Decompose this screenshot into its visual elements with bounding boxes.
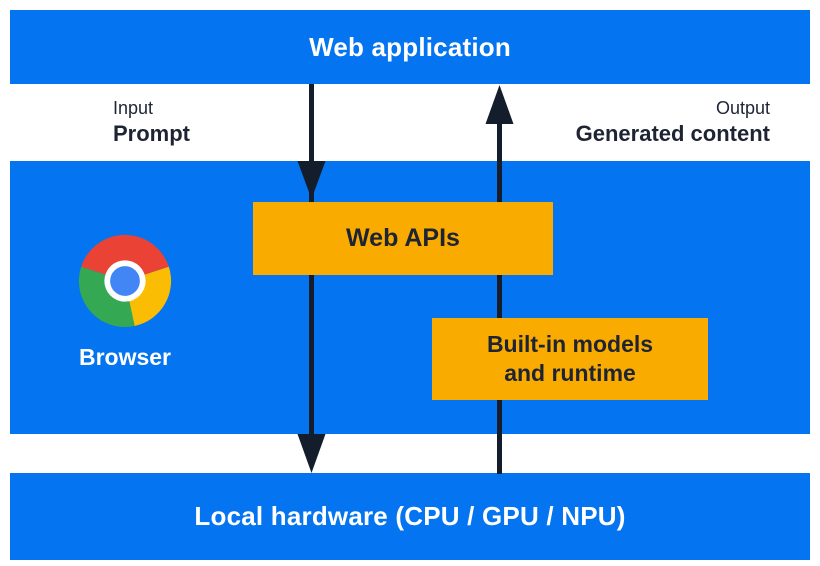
browser-label: Browser [78,344,172,370]
chrome-browser-icon [78,234,172,328]
builtin-models-label-line1: Built-in models [486,331,654,357]
local-hardware-label: Local hardware (CPU / GPU / NPU) [194,501,626,531]
output-generated-content-label: Generated content [575,121,770,146]
input-prompt-label: Prompt [113,121,190,146]
output-caption: Output [715,98,770,118]
web-application-bar: Web application [10,10,810,84]
output-labels: Output Generated content [576,96,770,147]
builtin-models-label-line2: and runtime [504,360,636,386]
web-apis-label: Web APIs [346,224,460,252]
builtin-models-box: Built-in models and runtime [432,318,708,400]
web-application-label: Web application [309,31,511,62]
input-labels: Input Prompt [113,96,190,147]
input-caption: Input [113,98,154,118]
local-hardware-bar: Local hardware (CPU / GPU / NPU) [10,473,810,560]
web-apis-box: Web APIs [253,202,553,275]
